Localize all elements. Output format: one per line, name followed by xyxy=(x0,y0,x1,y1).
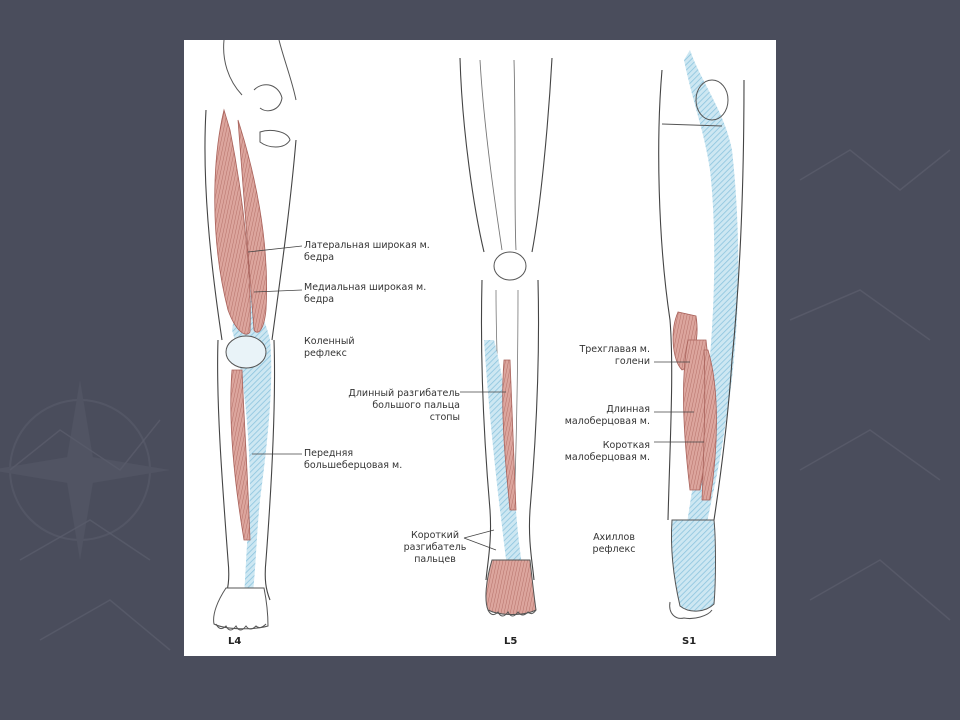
leg-s1 xyxy=(658,50,745,619)
label-triceps-surae: Трехглавая м. голени xyxy=(579,344,650,367)
leg-l5 xyxy=(459,57,553,617)
label-achilles-reflex: Ахиллов рефлекс xyxy=(592,532,636,555)
label-vastus-medialis: Медиальная широкая м. бедра xyxy=(304,282,427,305)
level-label-l4: L4 xyxy=(228,636,242,647)
label-peroneus-longus: Длинная малоберцовая м. xyxy=(564,404,650,427)
label-peroneus-brevis: Короткая малоберцовая м. xyxy=(564,440,650,463)
label-vastus-lateralis: Латеральная широкая м. бедра xyxy=(304,240,430,263)
level-label-s1: S1 xyxy=(682,636,697,647)
diagram-panel: Латеральная широкая м. бедра Медиальная … xyxy=(184,40,776,656)
label-ext-digitorum-brevis: Короткий разгибатель пальцев xyxy=(403,530,467,565)
label-ext-hallucis-longus: Длинный разгибатель большого пальца стоп… xyxy=(348,388,460,423)
leg-diagram xyxy=(204,40,745,631)
leg-l4 xyxy=(204,40,297,631)
compass-icon xyxy=(0,380,170,560)
label-knee-reflex: Коленный рефлекс xyxy=(304,336,355,359)
level-label-l5: L5 xyxy=(504,636,518,647)
label-tibialis-anterior: Передняя большеберцовая м. xyxy=(304,448,403,471)
leader-lines xyxy=(247,245,704,551)
